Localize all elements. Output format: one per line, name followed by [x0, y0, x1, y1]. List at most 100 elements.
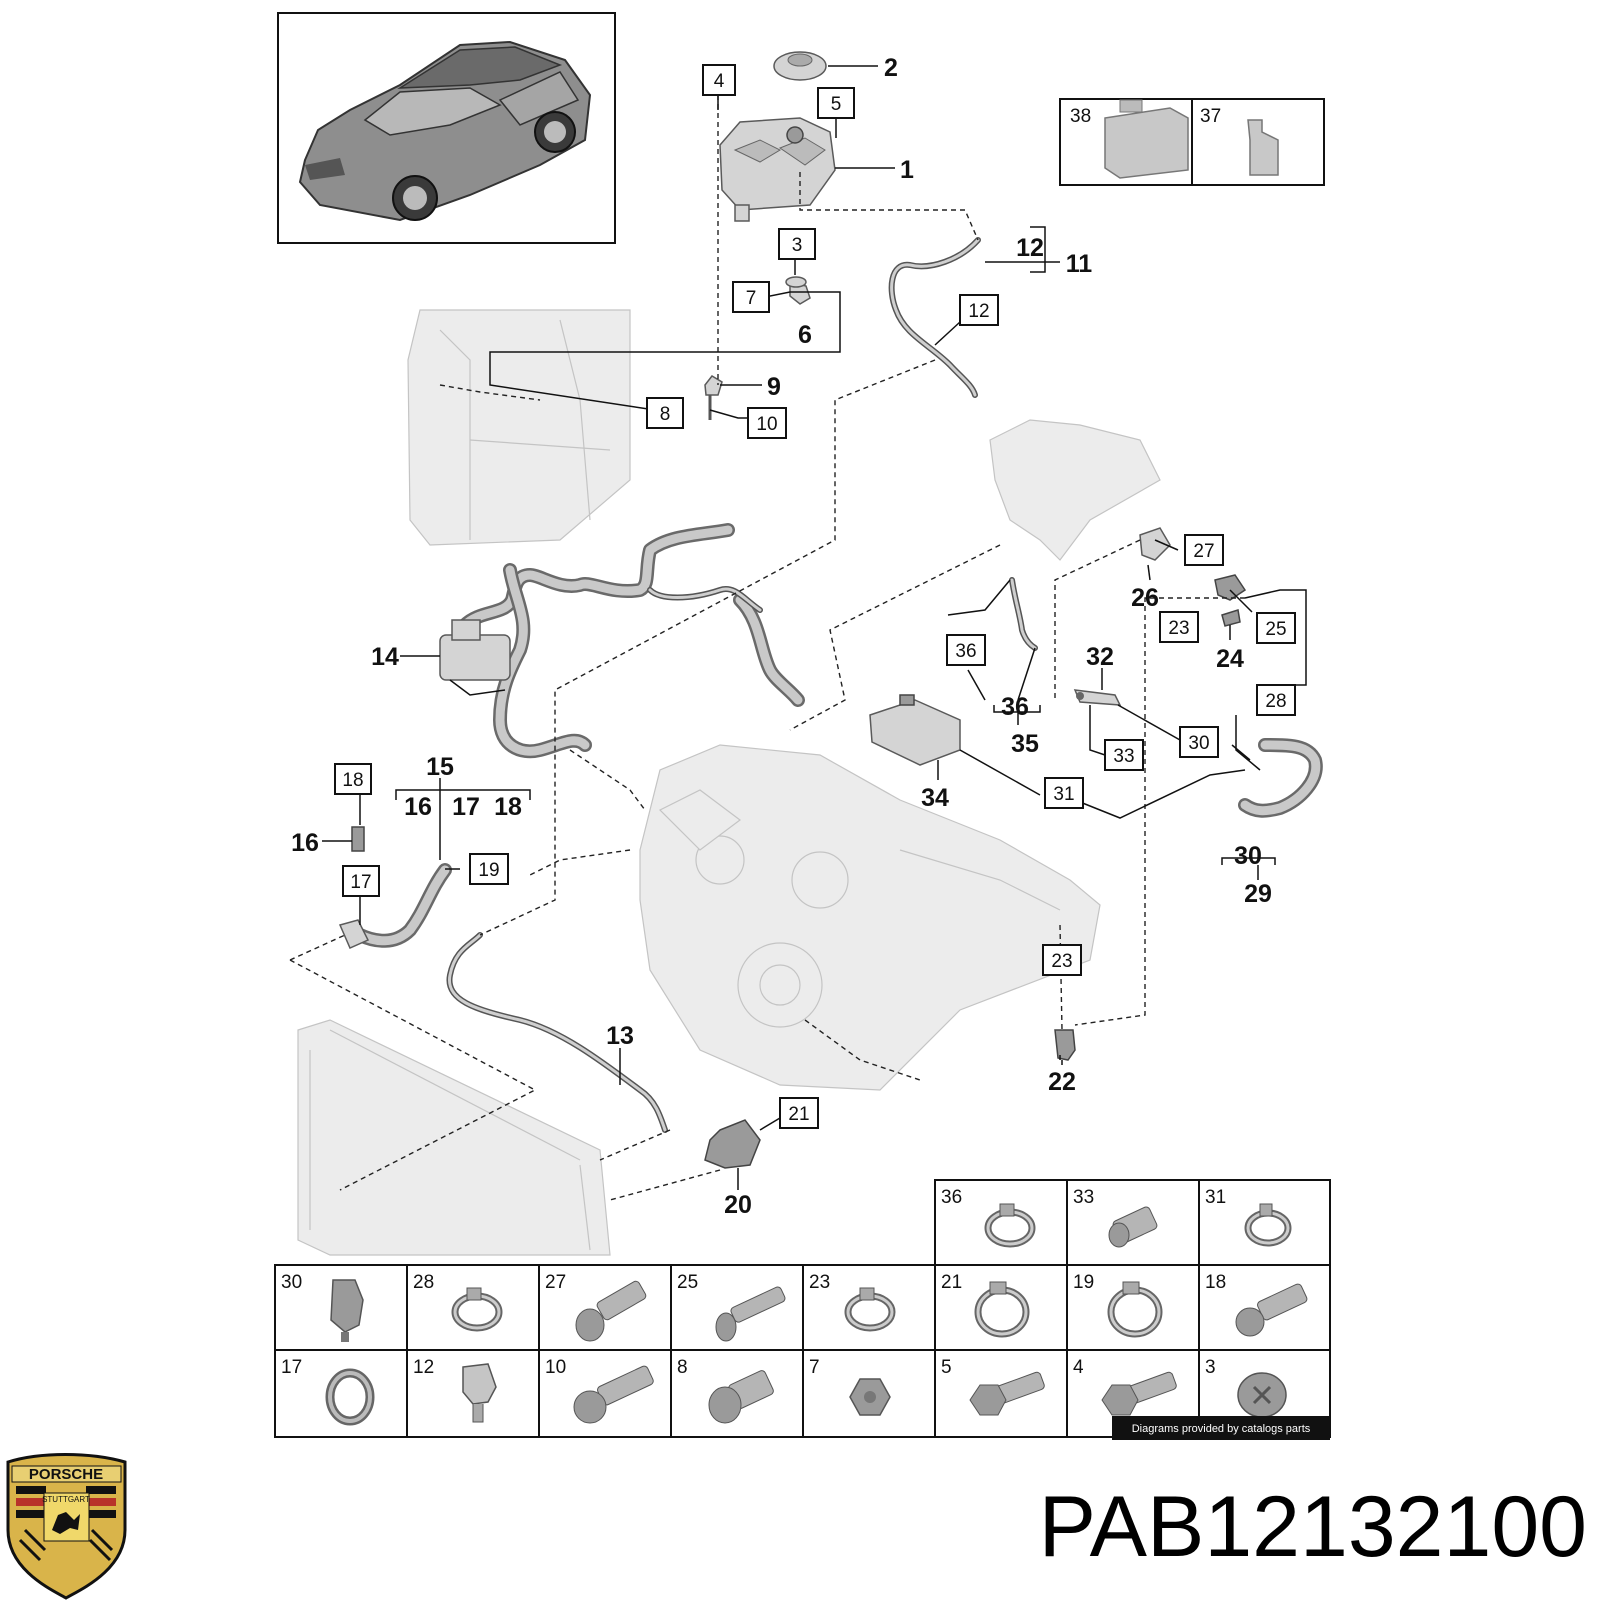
callout-box-10: 10: [747, 407, 787, 439]
callout-box-8: 8: [646, 397, 684, 429]
callout-box-23b: 23: [1042, 944, 1082, 976]
bolt-icon: [969, 1371, 1045, 1416]
callout-14: 14: [371, 643, 399, 671]
part-cell-17-num: 17: [281, 1357, 302, 1378]
engine-mount: [989, 419, 1161, 561]
bracket-9: [704, 375, 723, 420]
fluids-box: 38 37: [1059, 98, 1325, 186]
part-cell-12-num: 12: [413, 1357, 434, 1378]
callout-20: 20: [724, 1191, 752, 1219]
hose-29: [1238, 738, 1323, 818]
vehicle-inset: [277, 12, 616, 244]
expansion-tank: [719, 117, 836, 222]
svg-text:21: 21: [788, 1104, 809, 1125]
hose-clamp-icon: [844, 1287, 896, 1332]
part-cell-4-num: 4: [1073, 1357, 1084, 1378]
callout-1: 1: [900, 156, 914, 184]
callout-29: 29: [1244, 880, 1272, 908]
part-cell-10-num: 10: [545, 1357, 566, 1378]
part-cell-5-num: 5: [941, 1357, 952, 1378]
radiator: [297, 1019, 611, 1256]
svg-text:4: 4: [714, 71, 725, 92]
svg-text:10: 10: [756, 414, 777, 435]
part-cell-19-num: 19: [1073, 1272, 1094, 1293]
part-cell-31-num: 31: [1205, 1187, 1226, 1208]
callout-box-5: 5: [817, 87, 855, 119]
callout-18: 18: [494, 793, 522, 821]
logo-brand: PORSCHE: [29, 1466, 103, 1483]
callout-35: 35: [1011, 730, 1039, 758]
part-cell-7-num: 7: [809, 1357, 820, 1378]
callout-box-7: 7: [732, 281, 770, 313]
part-cell-36-num: 36: [941, 1187, 962, 1208]
callout-box-27: 27: [1184, 534, 1224, 566]
part-cell-23-num: 23: [809, 1272, 830, 1293]
bolt-icon: [573, 1365, 654, 1424]
svg-text:30: 30: [1188, 733, 1209, 754]
part-cell-18-num: 18: [1205, 1272, 1226, 1293]
svg-text:18: 18: [342, 770, 363, 791]
callout-box-21: 21: [779, 1097, 819, 1129]
callout-box-17: 17: [342, 865, 380, 897]
callout-box-25: 25: [1256, 612, 1296, 644]
callout-box-12: 12: [959, 294, 999, 326]
part-cell-21-num: 21: [941, 1272, 962, 1293]
part-cell-27-num: 27: [545, 1272, 566, 1293]
bolt-icon: [575, 1280, 647, 1342]
callout-24: 24: [1216, 645, 1244, 673]
canister-icon: [1104, 99, 1189, 179]
bold-callouts: 2 1 6 9 12 11 14 15 16 17 18 16 13 20 22…: [291, 54, 1272, 1219]
part-cell-3-num: 3: [1205, 1357, 1216, 1378]
callout-11: 11: [1066, 250, 1093, 278]
svg-text:7: 7: [746, 288, 757, 309]
callout-box-19: 19: [469, 853, 509, 885]
hose-clamp-icon: [984, 1203, 1036, 1248]
nut-icon: [849, 1378, 891, 1416]
callout-box-36: 36: [946, 634, 986, 666]
chassis-frame: [407, 309, 631, 546]
callout-box-30: 30: [1179, 726, 1219, 758]
bracket-32: [1073, 689, 1122, 706]
callout-17: 17: [452, 793, 480, 821]
callout-box-3: 3: [778, 228, 816, 260]
bottle-icon: [1247, 119, 1279, 176]
vent-hose: [888, 237, 981, 398]
lower-hose: [338, 863, 452, 949]
callout-15: 15: [426, 753, 454, 781]
callout-26: 26: [1131, 584, 1159, 612]
nut-icon: [708, 1370, 774, 1424]
svg-text:8: 8: [660, 404, 671, 425]
part-cell-30-num: 30: [281, 1272, 302, 1293]
expansion-tank-cap: [773, 51, 827, 81]
callout-6: 6: [798, 321, 812, 349]
svg-text:23: 23: [1051, 951, 1072, 972]
suv-icon: [298, 40, 592, 222]
o-ring-icon: [325, 1368, 375, 1426]
svg-text:36: 36: [955, 641, 976, 662]
callout-box-18: 18: [334, 763, 372, 795]
drain-plug: [1054, 1029, 1076, 1061]
bolt-icon: [1108, 1206, 1158, 1248]
water-outlet: [704, 1119, 761, 1169]
callout-34: 34: [921, 784, 949, 812]
engine-block: [639, 744, 1101, 1091]
boxed-callouts: 4 5 3 7 12 8 10 27 23 25 36 28 30 33 31 …: [334, 64, 1296, 1129]
coolant-pipe-assembly: [458, 523, 805, 759]
bleed-line: [446, 932, 668, 1133]
callout-22: 22: [1048, 1068, 1076, 1096]
svg-text:5: 5: [831, 94, 842, 115]
plug-icon: [1237, 1372, 1287, 1418]
leader-lines: [322, 65, 1307, 1190]
logo-city: STUTTGART: [42, 1495, 90, 1504]
callout-16-group: 16: [404, 793, 432, 821]
callout-36: 36: [1001, 693, 1029, 721]
svg-text:27: 27: [1193, 541, 1214, 562]
callout-box-31: 31: [1044, 777, 1084, 809]
bolt-icon: [715, 1286, 786, 1342]
mount-bracket-26: [1139, 527, 1171, 561]
credit-strip: Diagrams provided by catalogs parts: [1112, 1416, 1330, 1440]
callout-32: 32: [1086, 643, 1114, 671]
thermostat-housing: [439, 619, 511, 696]
clip-icon: [330, 1279, 364, 1342]
part-cell-25-num: 25: [677, 1272, 698, 1293]
